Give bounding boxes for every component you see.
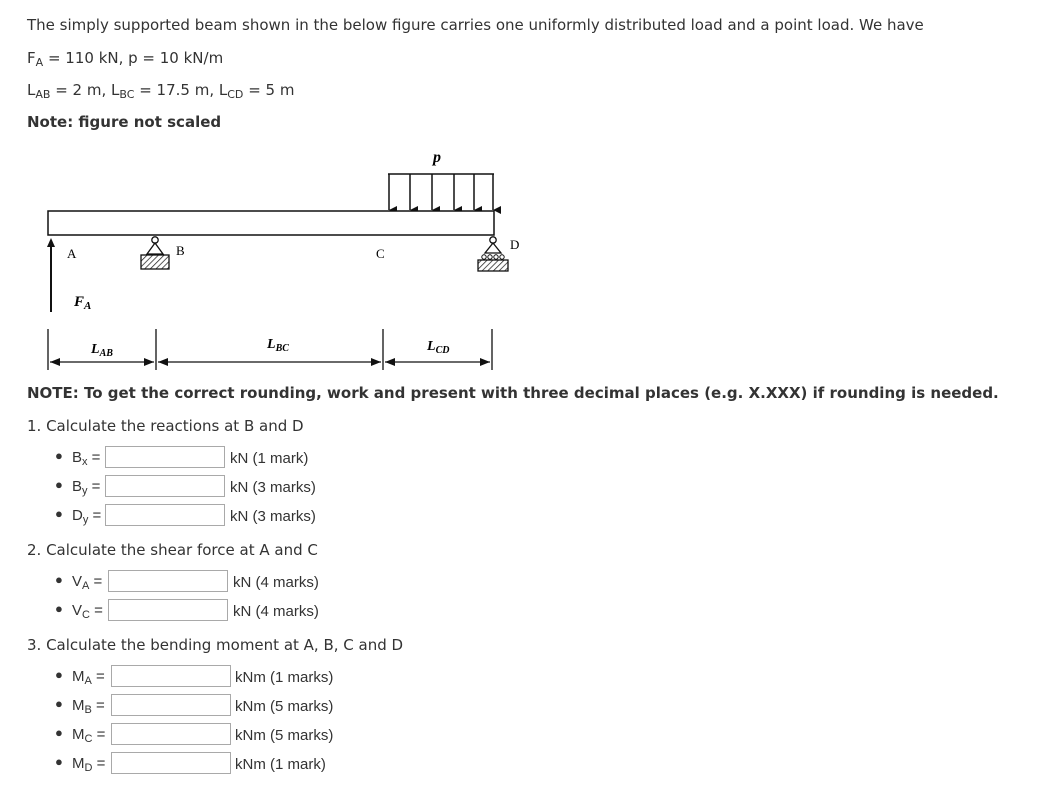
- point-d-label: D: [510, 237, 519, 252]
- beam: [47, 210, 495, 236]
- note-rounding: NOTE: To get the correct rounding, work …: [27, 384, 999, 402]
- bullet-icon: ●: [55, 506, 63, 521]
- by-input[interactable]: [105, 475, 225, 497]
- bullet-icon: ●: [55, 725, 63, 740]
- var-label: MB =: [72, 697, 105, 716]
- mb-input[interactable]: [111, 694, 231, 716]
- force-fa-arrow: [47, 238, 55, 312]
- bullet-icon: ●: [55, 572, 63, 587]
- problem-intro: The simply supported beam shown in the b…: [27, 16, 924, 34]
- roller-support-d: [477, 236, 509, 272]
- ma-input[interactable]: [111, 665, 231, 687]
- unit-label: kN (4 marks): [233, 603, 319, 620]
- question-3-title: 3. Calculate the bending moment at A, B,…: [27, 636, 404, 654]
- dim-lbc-label: LBC: [266, 337, 289, 354]
- distributed-load: [388, 173, 501, 214]
- bullet-icon: ●: [55, 448, 63, 463]
- mc-input[interactable]: [111, 723, 231, 745]
- var-label: VA =: [72, 573, 103, 592]
- load-p-label: p: [431, 149, 441, 166]
- point-a-label: A: [67, 246, 77, 261]
- unit-label: kN (1 mark): [230, 450, 309, 467]
- unit-label: kNm (5 marks): [235, 698, 334, 715]
- vc-input[interactable]: [108, 599, 228, 621]
- bx-input[interactable]: [105, 446, 225, 468]
- beam-figure: p A B C D FA: [47, 149, 519, 370]
- point-c-label: C: [376, 246, 385, 261]
- pin-support-b: [140, 236, 170, 270]
- dim-lab-label: LAB: [90, 342, 113, 359]
- bullet-icon: ●: [55, 696, 63, 711]
- force-fa-label: FA: [73, 294, 91, 312]
- unit-label: kNm (1 mark): [235, 756, 326, 773]
- bullet-icon: ●: [55, 667, 63, 682]
- unit-label: kN (3 marks): [230, 479, 316, 496]
- bullet-icon: ●: [55, 477, 63, 492]
- point-b-label: B: [176, 243, 185, 258]
- var-label: Dy =: [72, 507, 102, 526]
- question-1-title: 1. Calculate the reactions at B and D: [27, 417, 304, 435]
- var-label: Bx =: [72, 449, 101, 468]
- var-label: By =: [72, 478, 101, 497]
- var-label: MC =: [72, 726, 106, 745]
- var-label: MD =: [72, 755, 106, 774]
- bullet-icon: ●: [55, 754, 63, 769]
- dy-input[interactable]: [105, 504, 225, 526]
- unit-label: kNm (1 marks): [235, 669, 334, 686]
- var-label: VC =: [72, 602, 103, 621]
- var-label: MA =: [72, 668, 105, 687]
- given-force-load: FA = 110 kN, p = 10 kN/m: [27, 49, 224, 69]
- dim-lcd-label: LCD: [426, 339, 449, 356]
- unit-label: kNm (5 marks): [235, 727, 334, 744]
- dimension-lines: [47, 329, 493, 370]
- note-not-scaled: Note: figure not scaled: [27, 113, 222, 131]
- question-2-title: 2. Calculate the shear force at A and C: [27, 541, 318, 559]
- va-input[interactable]: [108, 570, 228, 592]
- given-lengths: LAB = 2 m, LBC = 17.5 m, LCD = 5 m: [27, 81, 295, 101]
- bullet-icon: ●: [55, 601, 63, 616]
- md-input[interactable]: [111, 752, 231, 774]
- unit-label: kN (3 marks): [230, 508, 316, 525]
- unit-label: kN (4 marks): [233, 574, 319, 591]
